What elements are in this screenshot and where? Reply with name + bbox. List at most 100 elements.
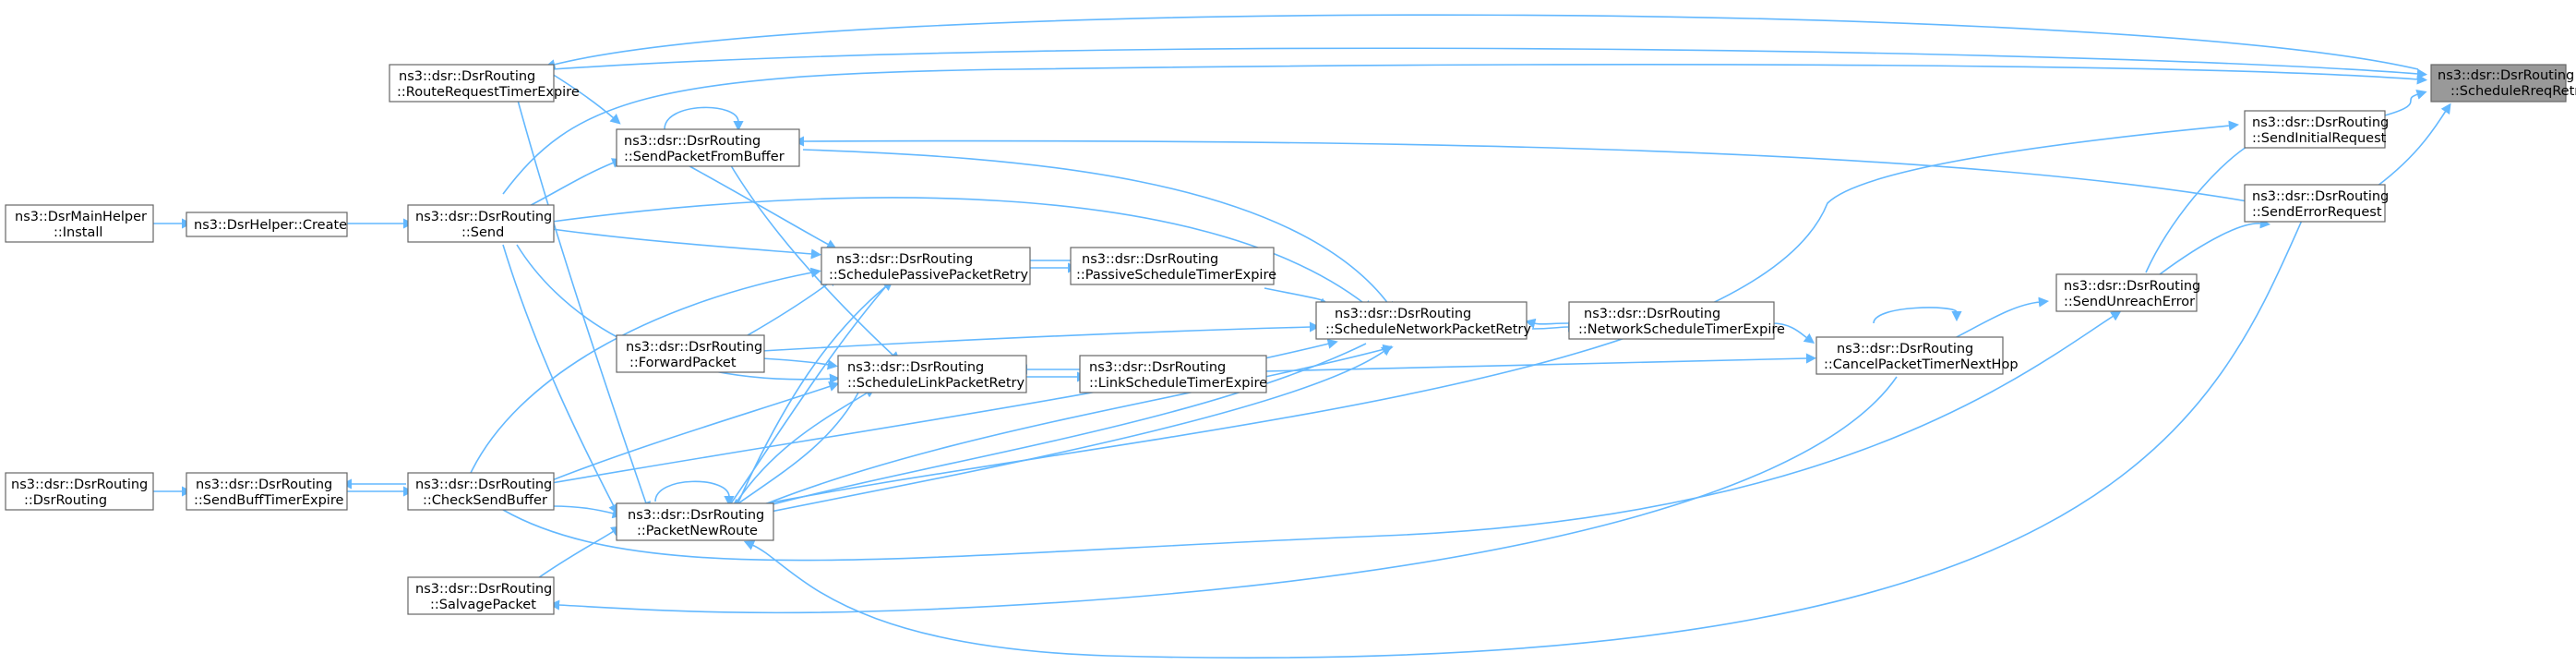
edge-unreach-sendinit: [2145, 138, 2260, 273]
node-line2: ::PassiveScheduleTimerExpire: [1076, 268, 1276, 283]
node-line1: ns3::dsr::DsrRouting: [2252, 189, 2389, 204]
node-line1: ns3::dsr::DsrRouting: [1584, 307, 1720, 321]
edge-spfb-netretry: [802, 149, 1396, 313]
edge-rreqexp-spfb: [551, 73, 621, 125]
edge-senderr-target: [2369, 103, 2451, 192]
node-line2: ::Send: [461, 225, 504, 240]
node-passive-schedule-timer-expire[interactable]: ns3::dsr::DsrRouting ::PassiveScheduleTi…: [1070, 247, 1276, 285]
node-line2: ::ScheduleLinkPacketRetry: [847, 376, 1025, 391]
node-line2: ::SendInitialRequest: [2252, 131, 2387, 146]
edge-senderr-pnr: [743, 207, 2308, 659]
node-line2: ::CheckSendBuffer: [423, 493, 547, 508]
node-line2: ::ForwardPacket: [629, 356, 737, 370]
edge-send-passretry: [551, 228, 822, 260]
edge-netexp-netretry: [1531, 321, 1579, 332]
node-send-initial-request[interactable]: ns3::dsr::DsrRouting ::SendInitialReques…: [2244, 110, 2389, 149]
edge-sendinit-target: [2384, 89, 2427, 116]
node-forward-packet[interactable]: ns3::dsr::DsrRouting ::ForwardPacket: [616, 334, 765, 373]
node-link-schedule-timer-expire[interactable]: ns3::dsr::DsrRouting ::LinkScheduleTimer…: [1079, 355, 1267, 393]
node-line1: ns3::dsr::DsrRouting: [196, 478, 332, 492]
node-line1: ns3::dsr::DsrRouting: [624, 134, 761, 149]
node-send-error-request[interactable]: ns3::dsr::DsrRouting ::SendErrorRequest: [2244, 184, 2389, 223]
node-send-buff-timer-expire[interactable]: ns3::dsr::DsrRouting ::SendBuffTimerExpi…: [186, 472, 348, 511]
edge-cancel-cancel: [1873, 307, 1962, 324]
node-cancel-packet-timer-next-hop[interactable]: ns3::dsr::DsrRouting ::CancelPacketTimer…: [1815, 336, 2019, 375]
node-line2: ::Install: [54, 225, 102, 240]
node-line1: ns3::DsrHelper::Create: [194, 218, 347, 233]
node-line1: ns3::dsr::DsrRouting: [399, 69, 535, 84]
node-send-packet-from-buffer[interactable]: ns3::dsr::DsrRouting ::SendPacketFromBuf…: [616, 128, 800, 167]
node-line2: ::SchedulePassivePacketRetry: [829, 268, 1028, 283]
node-line2: ::SendUnreachError: [2064, 295, 2195, 309]
node-line1: ns3::dsr::DsrRouting: [2252, 115, 2389, 130]
edge-csb-passretry: [470, 267, 821, 474]
edge-spfb-spfb: [664, 106, 744, 132]
node-line2: ::DsrRouting: [24, 493, 107, 508]
node-line1: ns3::dsr::DsrRouting: [1089, 360, 1226, 375]
node-route-request-timer-expire[interactable]: ns3::dsr::DsrRouting ::RouteRequestTimer…: [389, 64, 580, 103]
edge-send-target: [502, 64, 2428, 195]
node-line2: ::SalvagePacket: [430, 598, 536, 612]
node-dsr-routing-ctor[interactable]: ns3::dsr::DsrRouting ::DsrRouting: [5, 472, 154, 511]
edge-csb-linkretry: [551, 381, 840, 481]
edge-fwd-linkretry: [761, 357, 838, 370]
edge-target-rreqexp: [545, 14, 2419, 70]
edge-passexp-netretry: [1264, 287, 1328, 308]
node-salvage-packet[interactable]: ns3::dsr::DsrRouting ::SalvagePacket: [407, 576, 555, 615]
node-line1: ns3::dsr::DsrRouting: [628, 508, 764, 523]
node-check-send-buffer[interactable]: ns3::dsr::DsrRouting ::CheckSendBuffer: [407, 472, 555, 511]
edge-pnr2-netretry: [728, 345, 1393, 521]
node-line1: ns3::dsr::DsrRouting: [1082, 252, 1218, 267]
node-line1: ns3::dsr::DsrRouting: [415, 478, 552, 492]
edge-linkexp-cancel: [1264, 353, 1817, 372]
node-dsr-main-helper-install[interactable]: ns3::DsrMainHelper ::Install: [5, 204, 154, 243]
edge-spfb-passretry: [682, 162, 837, 249]
edge-pnr-sendinit: [733, 120, 2240, 511]
node-dsr-helper-create[interactable]: ns3::DsrHelper::Create: [186, 212, 348, 237]
node-network-schedule-timer-expire[interactable]: ns3::dsr::DsrRouting ::NetworkScheduleTi…: [1568, 301, 1785, 340]
node-line1: ns3::dsr::DsrRouting: [11, 478, 148, 492]
edge-unreach-senderr: [2159, 218, 2271, 275]
node-line2: ::SendErrorRequest: [2252, 205, 2382, 220]
node-schedule-rreq-retry[interactable]: ns3::dsr::DsrRouting ::ScheduleRreqRetry: [2430, 64, 2576, 103]
node-line2: ::SendBuffTimerExpire: [194, 493, 343, 508]
edge-passretry-pnr: [724, 285, 887, 514]
node-schedule-link-packet-retry[interactable]: ns3::dsr::DsrRouting ::ScheduleLinkPacke…: [837, 355, 1027, 393]
edge-linkretry-pnr: [730, 392, 859, 509]
edge-netretry-netexp: [1525, 318, 1570, 329]
node-line2: ::LinkScheduleTimerExpire: [1089, 376, 1267, 391]
node-line2: ::SendPacketFromBuffer: [624, 150, 785, 164]
edge-cancel-salvage: [548, 376, 1898, 614]
edge-cancel-unreach: [1947, 296, 2050, 343]
node-line2: ::CancelPacketTimerNextHop: [1824, 357, 2019, 372]
edge-pnr-pnr: [654, 480, 735, 507]
node-line1: ns3::dsr::DsrRouting: [847, 360, 984, 375]
node-packet-new-route[interactable]: ns3::dsr::DsrRouting ::PacketNewRoute: [616, 502, 774, 541]
edge-csb-unreach: [502, 310, 2122, 562]
edge-send-netretry: [551, 197, 1373, 311]
node-line1: ns3::dsr::DsrRouting: [2438, 68, 2574, 83]
node-line1: ns3::dsr::DsrRouting: [1335, 307, 1471, 321]
edge-pnr-passretry: [733, 280, 893, 514]
node-line2: ::PacketNewRoute: [637, 524, 758, 538]
edge-fwd-passretry: [747, 275, 839, 336]
node-line1: ns3::dsr::DsrRouting: [415, 210, 552, 224]
node-send-unreach-error[interactable]: ns3::dsr::DsrRouting ::SendUnreachError: [2055, 273, 2200, 312]
edge-send-pnr: [502, 244, 618, 514]
edge-netretry-pnr: [729, 343, 1367, 519]
edge-csb-pnr: [551, 505, 623, 519]
node-line1: ns3::dsr::DsrRouting: [2064, 279, 2200, 294]
node-line1: ns3::dsr::DsrRouting: [415, 582, 552, 597]
node-line2: ::ScheduleRreqRetry: [2450, 84, 2576, 99]
node-schedule-passive-packet-retry[interactable]: ns3::dsr::DsrRouting ::SchedulePassivePa…: [821, 247, 1031, 285]
edge-fwd-netretry: [761, 321, 1321, 352]
edge-netexp-cancel: [1771, 322, 1815, 345]
node-send[interactable]: ns3::dsr::DsrRouting ::Send: [407, 204, 555, 243]
edge-salvage-pnr: [534, 526, 622, 581]
node-line2: ::NetworkScheduleTimerExpire: [1578, 322, 1785, 337]
node-line2: ::ScheduleNetworkPacketRetry: [1325, 322, 1531, 337]
node-schedule-network-packet-retry[interactable]: ns3::dsr::DsrRouting ::ScheduleNetworkPa…: [1315, 301, 1531, 340]
edge-senderr-spfb: [793, 136, 2248, 202]
node-line2: ::RouteRequestTimerExpire: [397, 85, 580, 100]
